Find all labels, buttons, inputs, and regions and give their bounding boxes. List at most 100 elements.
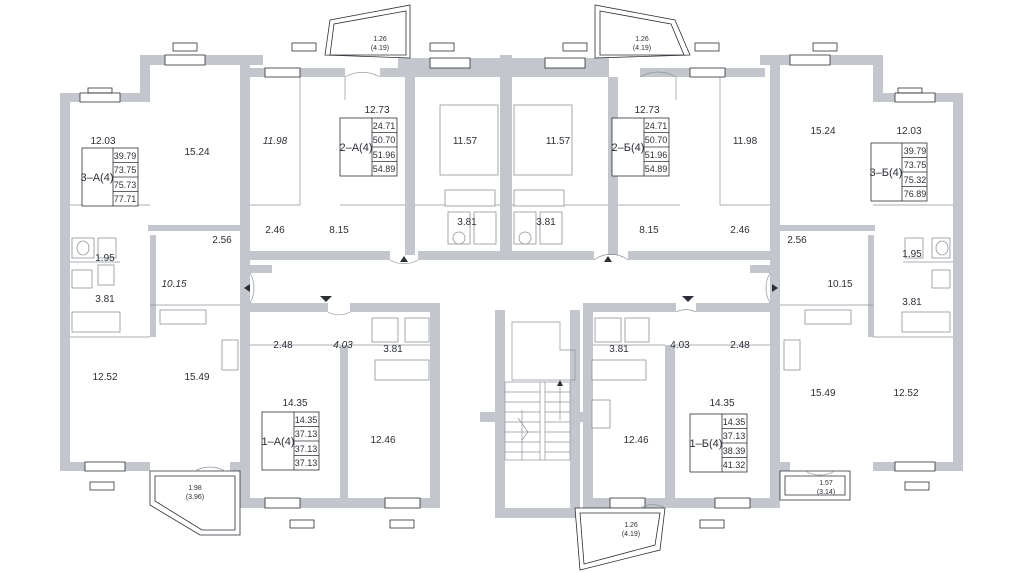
room-area: 10.15 — [161, 279, 186, 290]
apartment-box-1a: 1–А(4) 14.35 37.13 37.13 37.13 — [261, 411, 320, 471]
apartment-name: 1–А(4) — [261, 436, 294, 448]
entry-arrow — [604, 256, 612, 262]
entry-arrow — [320, 296, 332, 302]
apartment-area: 14.35 — [723, 417, 746, 427]
apartment-area: 75.32 — [904, 175, 927, 185]
room-area: 3.81 — [536, 217, 556, 228]
balcony-area-full: (4.19) — [622, 531, 640, 538]
room-area: 3.81 — [457, 217, 477, 228]
room-area: 12.73 — [634, 105, 659, 116]
room-area: 12.73 — [364, 105, 389, 116]
apartment-area: 77.71 — [114, 194, 137, 204]
balcony-area-full: (3.96) — [186, 494, 204, 501]
room-area: 2.46 — [265, 225, 285, 236]
entry-arrow — [400, 256, 408, 262]
room-area: 3.81 — [609, 344, 629, 355]
apartment-area: 54.89 — [373, 164, 396, 174]
room-area: 12.46 — [370, 435, 395, 446]
room-area: 11.98 — [263, 136, 288, 147]
apartment-box-3a: 3–А(4) 39.79 73.75 75.73 77.71 — [80, 147, 139, 207]
room-area: 15.49 — [810, 388, 835, 399]
balcony-area-full: (3.14) — [817, 489, 835, 496]
room-area: 3.81 — [902, 297, 922, 308]
room-area: 15.24 — [184, 147, 209, 158]
room-area: 11.57 — [546, 136, 571, 147]
room-area: 15.24 — [810, 126, 835, 137]
apartment-box-2b: 2–Б(4) 24.71 50.70 51.96 54.89 — [612, 117, 670, 177]
apartment-area: 37.13 — [723, 431, 746, 441]
balcony-area-full: (4.19) — [633, 45, 651, 52]
apartment-area: 51.96 — [373, 150, 396, 160]
room-area: 12.46 — [623, 435, 648, 446]
room-area: 1.95 — [902, 249, 922, 260]
room-area: 1.95 — [95, 253, 115, 264]
apartment-area: 38.39 — [723, 446, 746, 456]
apartment-area: 24.71 — [645, 121, 668, 131]
apartment-area: 37.13 — [295, 444, 318, 454]
apartment-area: 51.96 — [645, 150, 668, 160]
room-area: 11.98 — [733, 136, 758, 147]
walls — [60, 55, 963, 518]
room-area: 2.48 — [730, 340, 750, 351]
room-area: 8.15 — [639, 225, 659, 236]
balcony-area: 1.26 — [635, 36, 649, 43]
apartment-area: 73.75 — [904, 160, 927, 170]
room-area: 14.35 — [709, 398, 734, 409]
entry-arrows — [244, 256, 778, 302]
room-area: 4.03 — [333, 340, 353, 351]
room-area: 2.56 — [787, 235, 807, 246]
room-area: 3.81 — [95, 294, 115, 305]
entry-arrow — [772, 284, 778, 292]
apartment-box-2a: 2–А(4) 24.71 50.70 51.96 54.89 — [339, 117, 398, 177]
room-area: 2.46 — [730, 225, 750, 236]
apartment-area: 14.35 — [295, 415, 318, 425]
balcony-labels: 1.26 (4.19) 1.26 (4.19) 1.98 (3.96) 1.26… — [186, 36, 835, 538]
entry-arrow — [244, 284, 250, 292]
apartment-area: 39.79 — [114, 151, 137, 161]
entry-arrow — [682, 296, 694, 302]
apartment-area: 50.70 — [645, 135, 668, 145]
apartment-area: 76.89 — [904, 189, 927, 199]
stair-direction — [517, 380, 563, 441]
plumbing-fixtures — [71, 104, 951, 429]
apartment-name: 2–А(4) — [339, 142, 372, 154]
balcony-area: 1.26 — [624, 522, 638, 529]
room-area: 12.52 — [92, 372, 117, 383]
apartment-area: 24.71 — [373, 121, 396, 131]
room-labels: 12.03 15.24 2.56 1.95 3.81 10.15 12.52 1… — [90, 105, 922, 446]
apartment-name: 2–Б(4) — [612, 142, 645, 154]
room-area: 14.35 — [282, 398, 307, 409]
room-area: 2.56 — [212, 235, 232, 246]
apartment-name: 3–Б(4) — [870, 167, 903, 179]
balcony-area: 1.57 — [819, 480, 833, 487]
room-area: 11.57 — [453, 136, 478, 147]
apartment-area: 37.13 — [295, 429, 318, 439]
balcony-area-full: (4.19) — [371, 45, 389, 52]
apartment-area: 39.79 — [904, 146, 927, 156]
room-area: 2.48 — [273, 340, 293, 351]
apartment-area: 37.13 — [295, 458, 318, 468]
room-area: 15.49 — [184, 372, 209, 383]
apartment-area: 50.70 — [373, 135, 396, 145]
apartment-area: 73.75 — [114, 165, 137, 175]
room-area: 3.81 — [383, 344, 403, 355]
balcony-area: 1.98 — [188, 485, 202, 492]
apartment-area: 75.73 — [114, 180, 137, 190]
balconies — [149, 4, 851, 571]
apartment-name: 1–Б(4) — [690, 438, 723, 450]
room-lines — [70, 77, 953, 461]
room-area: 12.52 — [893, 388, 918, 399]
apartment-box-1b: 1–Б(4) 14.35 37.13 38.39 41.32 — [690, 413, 748, 473]
apartment-name: 3–А(4) — [80, 172, 113, 184]
apartment-area: 41.32 — [723, 460, 746, 470]
room-area: 8.15 — [329, 225, 349, 236]
room-area: 12.03 — [90, 136, 115, 147]
apartment-area: 54.89 — [645, 164, 668, 174]
room-area: 12.03 — [896, 126, 921, 137]
room-area: 4.03 — [670, 340, 690, 351]
room-area: 10.15 — [827, 279, 852, 290]
apartment-box-3b: 3–Б(4) 39.79 73.75 75.32 76.89 — [870, 142, 928, 202]
doors — [194, 71, 836, 509]
balcony-area: 1.26 — [373, 36, 387, 43]
